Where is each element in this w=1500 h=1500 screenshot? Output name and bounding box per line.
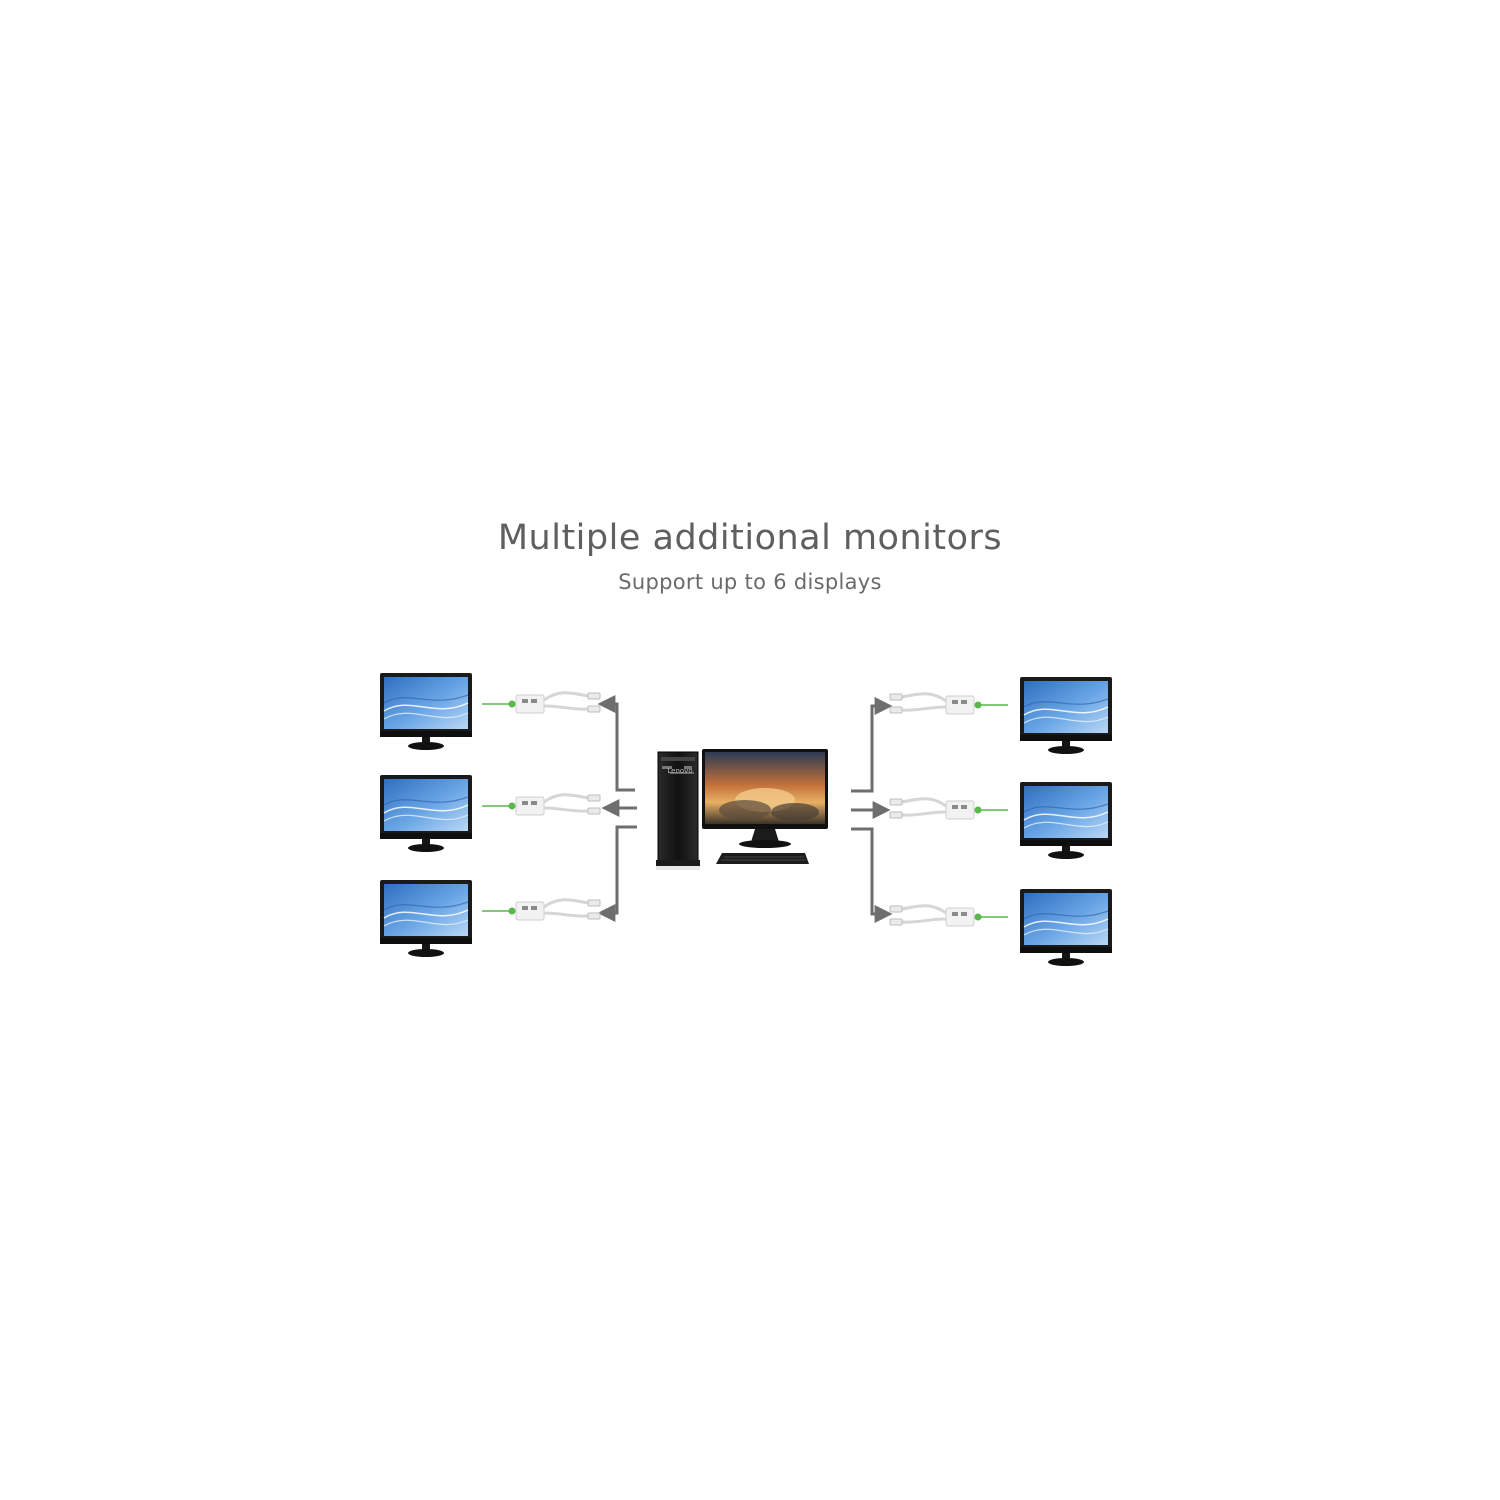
right-monitor-1 [1020,677,1112,754]
left-connectors [597,695,637,922]
right-adapter-1 [889,692,975,715]
diagram-title: Multiple additional monitors [497,518,1003,558]
right-link-1 [974,701,1008,709]
right-connectors [851,697,893,923]
right-display-group [889,677,1112,966]
right-adapter-3 [889,904,975,927]
left-monitor-1 [380,673,472,750]
tower-brand-label: Lenovo [667,767,692,775]
left-link-3 [482,907,516,915]
left-arrow-1 [597,695,635,792]
left-monitor-3 [380,880,472,957]
desktop-computer: Lenovo [656,749,828,870]
right-link-3 [974,913,1008,921]
diagram-subtitle: Support up to 6 displays [618,570,882,594]
left-monitor-2 [380,775,472,852]
right-arrow-3 [851,827,893,923]
left-link-2 [482,802,516,810]
left-adapter-2 [515,793,601,816]
right-arrow-1 [851,697,893,793]
right-link-2 [974,806,1008,814]
right-monitor-3 [1020,889,1112,966]
left-adapter-1 [515,691,601,714]
keyboard-icon [716,853,809,864]
left-display-group [380,673,601,957]
desktop-tower-icon: Lenovo [656,751,700,870]
left-arrow-3 [597,825,637,922]
right-monitor-2 [1020,782,1112,859]
left-link-1 [482,700,516,708]
left-adapter-3 [515,898,601,921]
right-adapter-2 [889,797,975,820]
main-monitor [702,749,828,848]
